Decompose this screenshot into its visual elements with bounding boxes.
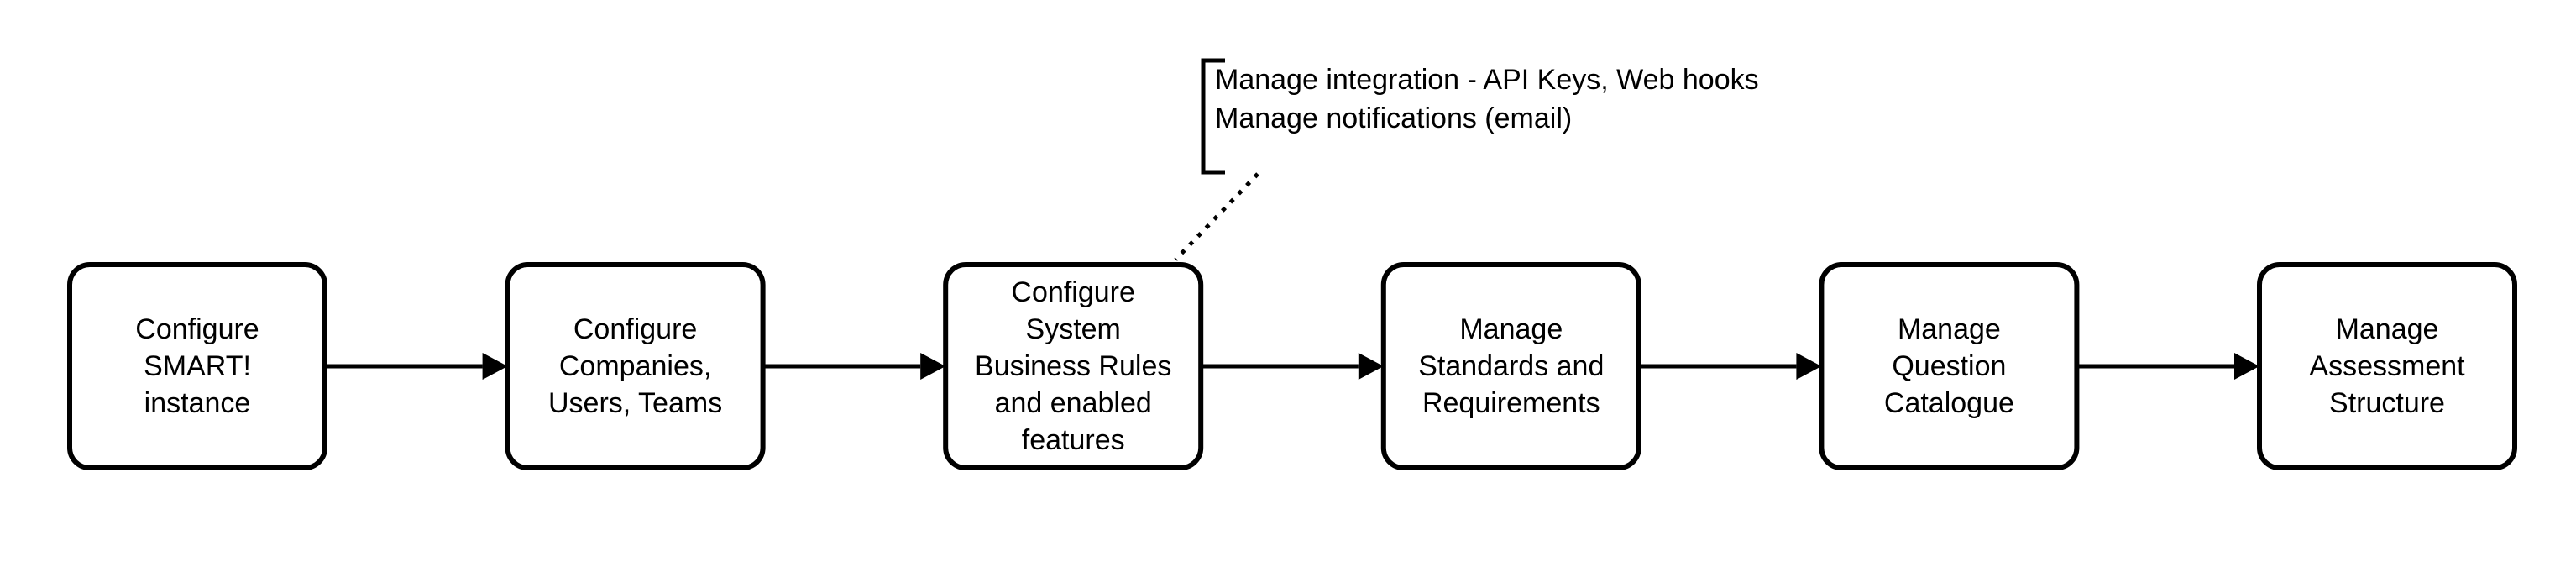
node-label-line: Configure xyxy=(135,313,259,345)
node-label-line: instance xyxy=(144,387,251,419)
node-box xyxy=(505,262,766,470)
node-label-line: Question xyxy=(1892,350,2006,382)
arrowhead xyxy=(920,353,946,380)
node-label-line: features xyxy=(1022,424,1125,456)
node-box xyxy=(943,262,1204,470)
edge-configure-smart-instance-to-configure-companies-users-teams xyxy=(325,353,508,380)
arrowhead xyxy=(1796,353,1822,380)
arrowhead xyxy=(482,353,508,380)
node-label-line: Requirements xyxy=(1422,387,1600,419)
edge-configure-system-business-rules-to-manage-standards-requirements xyxy=(1201,353,1384,380)
node-label-line: Manage xyxy=(1459,313,1563,345)
node-box xyxy=(67,262,327,470)
node-label-line: System xyxy=(1026,313,1121,345)
annotation: Manage integration - API Keys, Web hooks… xyxy=(1174,58,1759,261)
node-box xyxy=(1380,262,1641,470)
arrowhead xyxy=(1358,353,1384,380)
annotation-bracket xyxy=(1201,58,1225,175)
node-label-line: Configure xyxy=(1011,276,1134,308)
edge-manage-standards-requirements-to-manage-question-catalogue xyxy=(1638,353,1822,380)
edge-manage-question-catalogue-to-manage-assessment-structure xyxy=(2076,353,2259,380)
edges-layer xyxy=(325,353,2259,380)
node-label-line: Catalogue xyxy=(1884,387,2014,419)
node-label-line: Structure xyxy=(2329,387,2445,419)
annotation-layer: Manage integration - API Keys, Web hooks… xyxy=(1174,58,1759,261)
node-label-line: Manage xyxy=(2336,313,2439,345)
annotation-connector xyxy=(1174,172,1259,261)
node-label-line: Companies, xyxy=(559,350,711,382)
node-label-line: and enabled xyxy=(995,387,1152,419)
node-label-line: Standards and xyxy=(1418,350,1604,382)
node-box xyxy=(1819,262,2080,470)
annotation-text-line: Manage notifications (email) xyxy=(1215,102,1572,134)
node-label-line: Assessment xyxy=(2309,350,2465,382)
node-box xyxy=(2257,262,2517,470)
node-label-line: SMART! xyxy=(144,350,251,382)
node-label-line: Configure xyxy=(573,313,697,345)
node-label-line: Business Rules xyxy=(975,350,1171,382)
edge-configure-companies-users-teams-to-configure-system-business-rules xyxy=(762,353,946,380)
node-label-line: Users, Teams xyxy=(548,387,722,419)
annotation-text-line: Manage integration - API Keys, Web hooks xyxy=(1215,64,1759,96)
arrowhead xyxy=(2234,353,2259,380)
node-label-line: Manage xyxy=(1898,313,2001,345)
